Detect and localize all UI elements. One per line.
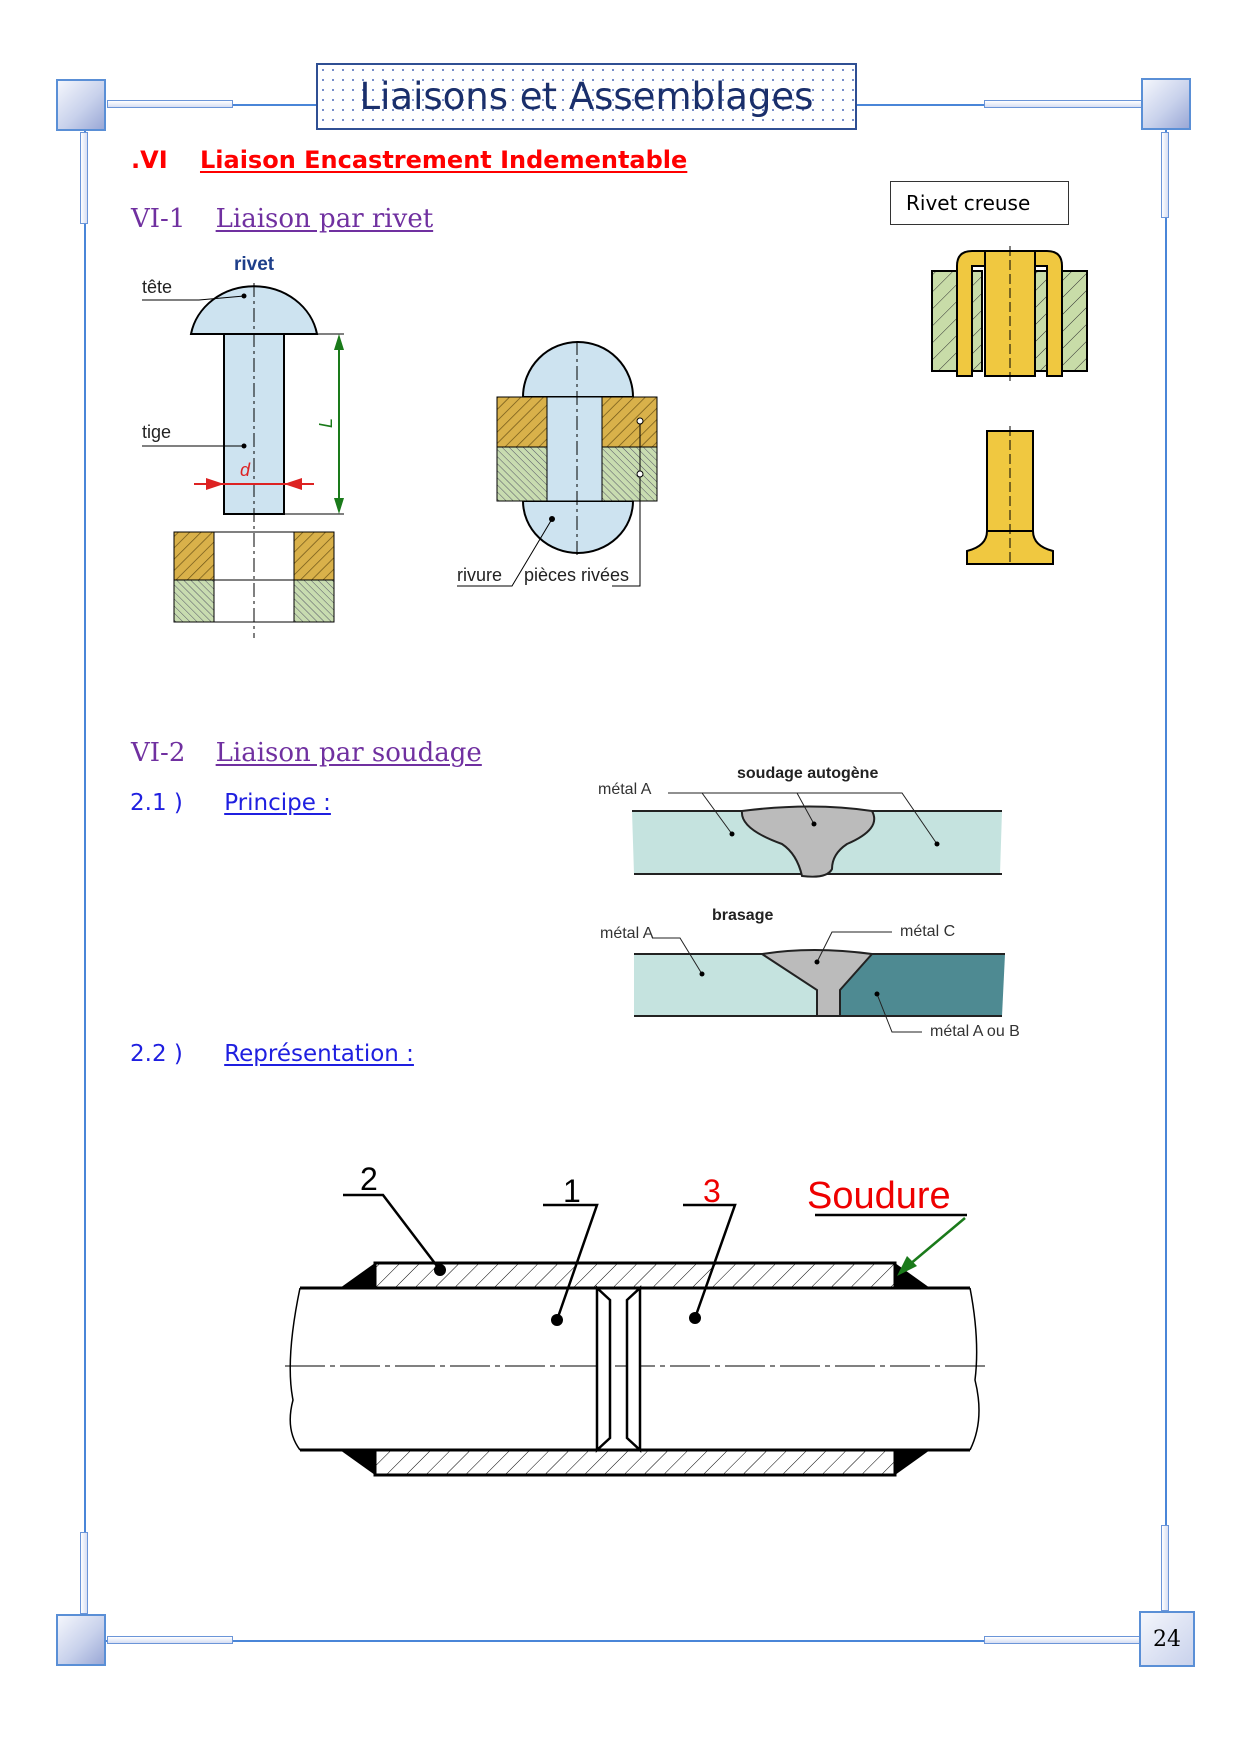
label-metal-a: métal A (598, 781, 652, 798)
section-heading: .VI Liaison Encastrement Indementable (131, 146, 687, 174)
corner-ornament (56, 1614, 106, 1666)
subsection-title: Liaison par rivet (215, 204, 434, 234)
label-diameter: d (240, 460, 251, 480)
part-label-3: 3 (703, 1173, 721, 1209)
page-title: Liaisons et Assemblages (359, 75, 814, 118)
representation-number: 2.2 ) (130, 1041, 183, 1067)
weld-label: Soudure (807, 1175, 951, 1217)
label-riveted-parts: pièces rivées (524, 565, 629, 585)
rivet-diagram: rivet tête tige L d (142, 254, 344, 638)
label-metal-a: métal A (600, 925, 654, 942)
representation-title: Représentation : (224, 1041, 414, 1067)
subsection-number: VI-2 (131, 738, 186, 768)
label-metal-c: métal C (900, 923, 955, 940)
hollow-rivet-label: Rivet creuse (906, 191, 1031, 215)
section-title: Liaison Encastrement Indementable (199, 146, 688, 174)
part-label-2: 2 (360, 1161, 378, 1197)
representation-heading: 2.2 ) Représentation : (130, 1041, 414, 1067)
subsection-title: Liaison par soudage (215, 738, 482, 768)
section-number: .VI (131, 146, 168, 174)
hollow-rivet-label-box: Rivet creuse (890, 181, 1069, 225)
principle-title: Principe : (224, 790, 331, 816)
corner-ornament (1141, 78, 1191, 130)
label-brazing: brasage (712, 907, 773, 924)
rivet-title: rivet (234, 254, 275, 275)
riveted-assembly-diagram: rivure pièces rivées (457, 341, 658, 587)
page-title-box: Liaisons et Assemblages (316, 63, 857, 130)
subsection-number: VI-1 (131, 204, 186, 234)
label-head: tête (142, 277, 172, 297)
principle-number: 2.1 ) (130, 790, 183, 816)
page-number: 24 (1139, 1611, 1195, 1667)
subsection-rivet-heading: VI-1 Liaison par rivet (131, 204, 433, 234)
label-metal-a-or-b: métal A ou B (930, 1023, 1020, 1040)
label-length: L (316, 418, 336, 428)
label-rivure: rivure (457, 565, 502, 585)
label-autogenous-welding: soudage autogène (737, 765, 878, 782)
page-number-text: 24 (1153, 1626, 1181, 1652)
corner-ornament (56, 79, 106, 131)
hollow-rivet-diagram (931, 246, 1088, 566)
principle-heading: 2.1 ) Principe : (130, 790, 331, 816)
part-label-1: 1 (563, 1173, 581, 1209)
welded-pipe-drawing: 2 1 3 Soudure (285, 1161, 985, 1477)
welding-types-diagram: soudage autogène métal A brasage métal A… (598, 765, 1020, 1040)
label-shank: tige (142, 422, 171, 442)
subsection-welding-heading: VI-2 Liaison par soudage (131, 738, 482, 768)
